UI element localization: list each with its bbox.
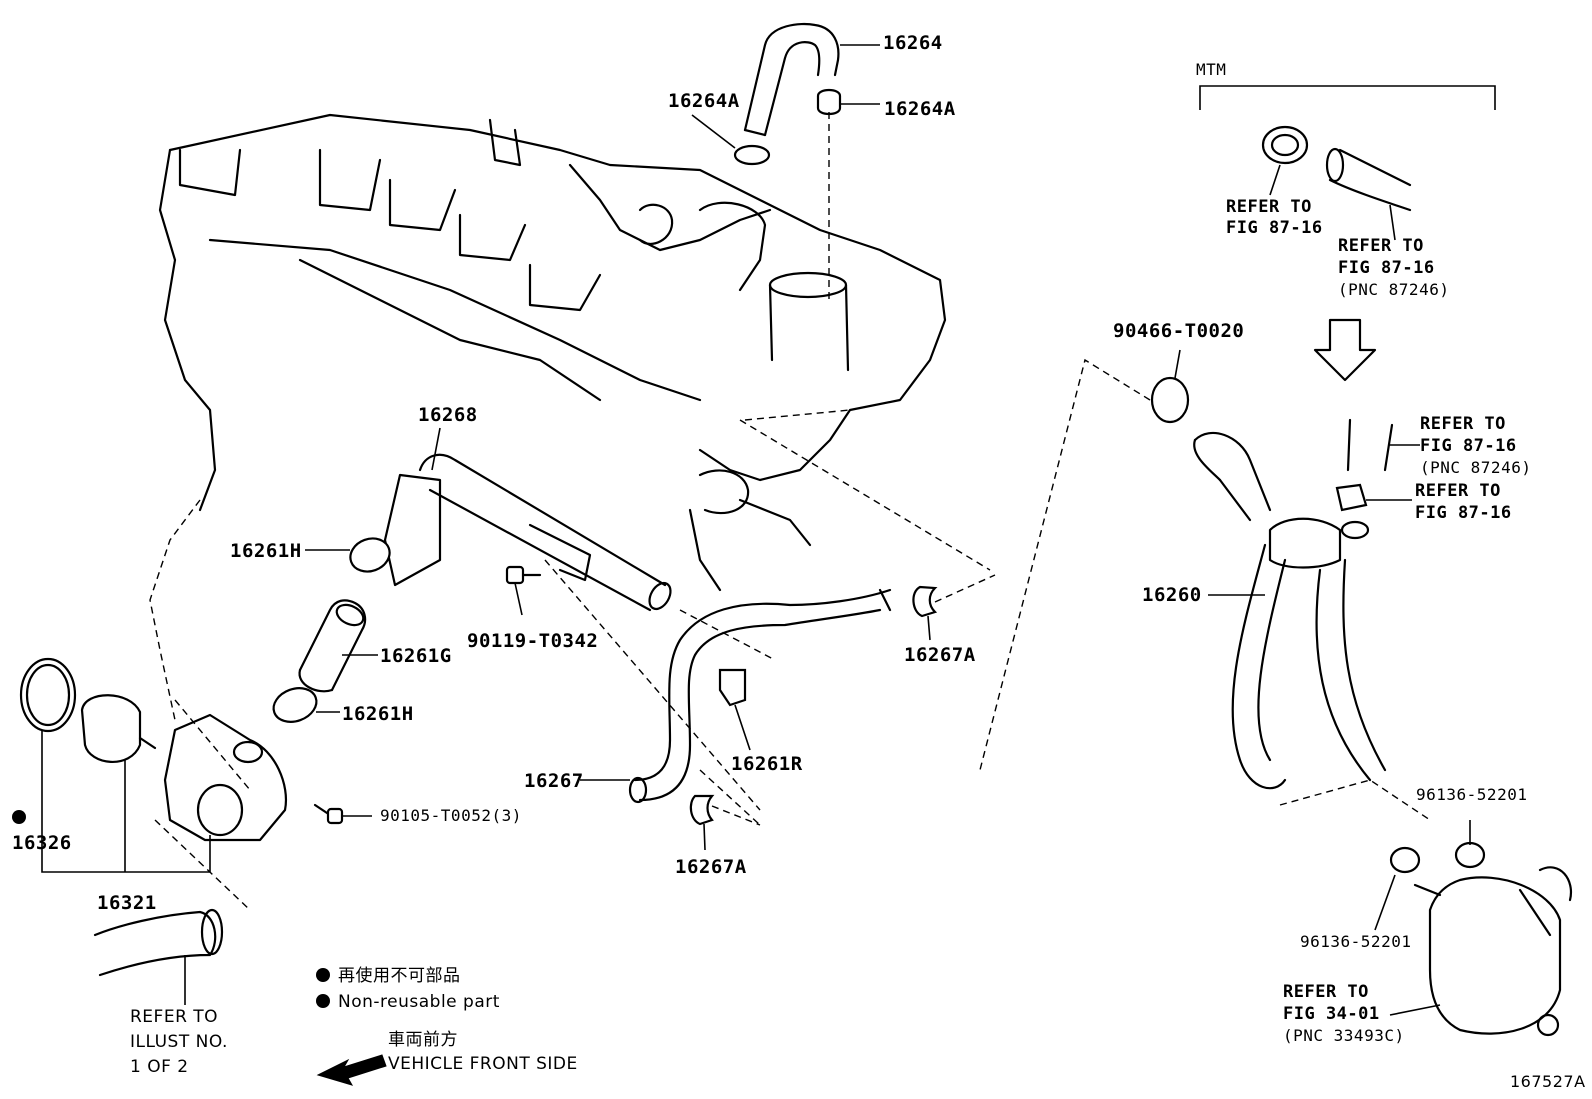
hose-refer-illust: [93, 908, 224, 1005]
bolt-90119: [505, 565, 542, 616]
hose-16260: [1193, 431, 1431, 821]
label-refer-mid-2: FIG 87-16: [1420, 436, 1517, 456]
label-16326-text: 16326: [12, 832, 72, 854]
label-16260: 16260: [1142, 584, 1202, 606]
clip-16261r: [718, 668, 751, 751]
label-16261h-lower: 16261H: [342, 703, 414, 725]
label-16267a-lower: 16267A: [675, 856, 747, 878]
guide-line-90119: [544, 559, 761, 811]
water-inlet-housing: [163, 713, 288, 842]
label-refer-illust-2: ILLUST NO.: [130, 1032, 228, 1052]
label-16267: 16267: [524, 770, 584, 792]
label-90119: 90119-T0342: [467, 630, 599, 652]
gasket-16326: [19, 657, 211, 873]
label-96136-lower: 96136-52201: [1300, 932, 1412, 951]
label-refer-mid-3: (PNC 87246): [1420, 458, 1532, 477]
legend-en: Non-reusable part: [316, 990, 500, 1014]
non-reusable-icon-en: [316, 994, 330, 1008]
label-refer-illust-3: 1 OF 2: [130, 1057, 189, 1077]
front-en: VEHICLE FRONT SIDE: [388, 1054, 578, 1074]
clamp-refer-mid: [1335, 483, 1412, 512]
label-refer-top-right-3: (PNC 87246): [1338, 280, 1450, 299]
label-refer-cooler-3: (PNC 33493C): [1283, 1026, 1405, 1045]
mtm-bracket: [1199, 85, 1496, 110]
label-16261h-upper: 16261H: [230, 540, 302, 562]
clamp-16267a-upper: [912, 574, 996, 641]
label-16264: 16264: [883, 32, 943, 54]
hose-16261g: [298, 599, 378, 693]
engine-block: [149, 113, 991, 721]
legend-jp: 再使用不可部品: [316, 964, 461, 988]
label-16264a-left: 16264A: [668, 90, 740, 112]
non-reusable-icon-jp: [316, 968, 330, 982]
label-16268: 16268: [418, 404, 478, 426]
clamp-96136-upper: [1454, 820, 1486, 869]
label-refer-illust-1: REFER TO: [130, 1007, 219, 1027]
label-96136-upper: 96136-52201: [1416, 785, 1528, 804]
label-refer-top-left-2: FIG 87-16: [1226, 218, 1323, 238]
guide-line-16267: [679, 609, 776, 826]
label-refer-mid-1: REFER TO: [1420, 414, 1506, 434]
label-refer-mid2-2: FIG 87-16: [1415, 503, 1512, 523]
label-16261r: 16261R: [731, 753, 803, 775]
label-16321: 16321: [97, 892, 157, 914]
front-jp: 車両前方: [388, 1030, 458, 1050]
label-16261g: 16261G: [380, 645, 452, 667]
bolt-90105: [313, 803, 372, 825]
non-reusable-icon: [12, 810, 26, 824]
label-mtm: MTM: [1196, 60, 1227, 79]
thermostat-16321: [80, 694, 157, 872]
label-refer-mid2-1: REFER TO: [1415, 481, 1501, 501]
figure-id: 167527A: [1510, 1072, 1586, 1091]
label-refer-cooler-2: FIG 34-01: [1283, 1004, 1380, 1024]
clamp-16264a-right: [816, 88, 880, 116]
left-arrow-icon: [316, 1054, 387, 1086]
clamp-96136-lower: [1374, 846, 1421, 931]
label-16326: 16326: [12, 810, 72, 854]
label-refer-top-right-2: FIG 87-16: [1338, 258, 1435, 278]
label-refer-cooler-1: REFER TO: [1283, 982, 1369, 1002]
hose-16264: [743, 22, 880, 137]
pipe-16268: [383, 427, 672, 612]
clamp-mtm: [1261, 125, 1309, 196]
hose-mtm: [1325, 147, 1412, 241]
clamp-90466: [979, 349, 1190, 771]
label-90466: 90466-T0020: [1113, 320, 1245, 342]
clamp-16261h-upper: [305, 537, 391, 573]
label-16264a-right: 16264A: [884, 98, 956, 120]
label-refer-top-right-1: REFER TO: [1338, 236, 1424, 256]
clamp-16267a-lower: [689, 794, 761, 851]
hose-refer-mid: [1346, 418, 1420, 472]
clamp-16261h-lower: [272, 687, 340, 723]
down-arrow-icon: [1313, 318, 1377, 382]
legend-en-text: Non-reusable part: [338, 992, 500, 1012]
oil-cooler: [1389, 866, 1573, 1037]
hose-16267: [580, 588, 892, 804]
legend-jp-text: 再使用不可部品: [338, 966, 461, 986]
label-90105: 90105-T0052(3): [380, 806, 522, 825]
label-16267a-upper: 16267A: [904, 644, 976, 666]
clamp-16264a-left: [691, 114, 771, 166]
label-refer-top-left-1: REFER TO: [1226, 197, 1312, 217]
guide-line-inlet: [154, 699, 251, 911]
